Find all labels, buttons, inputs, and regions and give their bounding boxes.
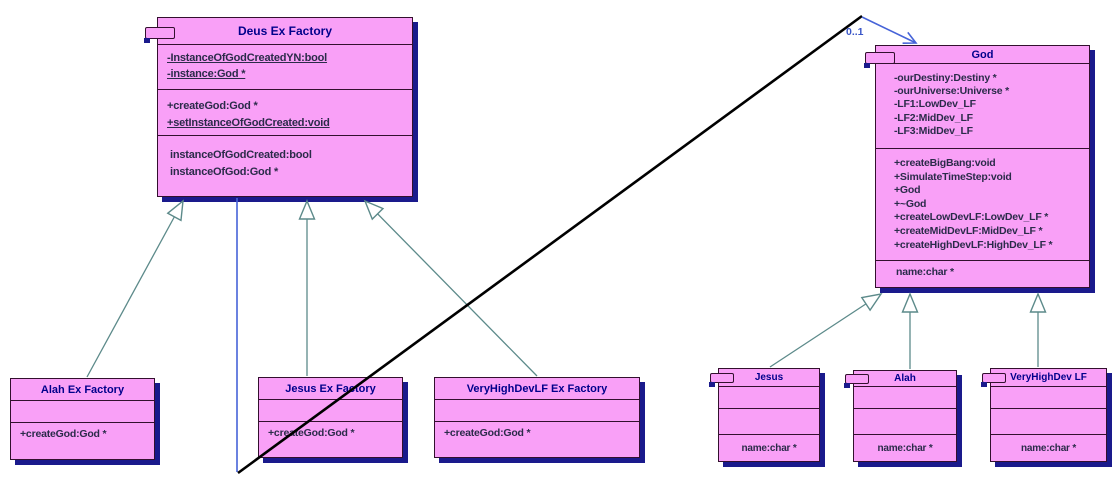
methods-compartment xyxy=(719,408,819,434)
attributes-compartment xyxy=(991,386,1106,408)
attributes-compartment xyxy=(854,386,956,408)
class-veryhighdevlf-ex-factory[interactable]: VeryHighDevLF Ex Factory +createGod:God … xyxy=(434,377,640,458)
attributes-compartment xyxy=(719,386,819,408)
properties-compartment: instanceOfGodCreated:bool instanceOfGod:… xyxy=(158,135,412,194)
class-attribute: -LF1:LowDev_LF xyxy=(894,98,976,111)
class-alah-ex-factory[interactable]: Alah Ex Factory +createGod:God * xyxy=(10,378,155,460)
class-icon-notch xyxy=(709,382,715,387)
class-icon xyxy=(144,27,175,43)
class-title: VeryHighDevLF Ex Factory xyxy=(466,382,608,395)
class-method: +createLowDevLF:LowDev_LF * xyxy=(894,211,1049,224)
class-method: +createHighDevLF:HighDev_LF * xyxy=(894,238,1053,251)
attributes-compartment xyxy=(259,399,402,421)
association-arrow-to-god[interactable] xyxy=(861,16,918,45)
class-icon xyxy=(864,52,895,68)
class-property: name:char * xyxy=(1020,443,1077,454)
class-attribute: -LF2:MidDev_LF xyxy=(894,111,973,124)
class-jesus-ex-factory[interactable]: Jesus Ex Factory +createGod:God * xyxy=(258,377,403,458)
class-attribute: -ourUniverse:Universe * xyxy=(894,85,1010,98)
generalization-vhd-factory-to-deus[interactable] xyxy=(363,199,538,377)
class-icon xyxy=(709,373,734,387)
class-property: name:char * xyxy=(877,443,933,454)
attributes-compartment xyxy=(11,400,154,422)
methods-compartment: +createGod:God * xyxy=(11,422,154,457)
class-icon-notch xyxy=(144,38,150,43)
class-method: +~God xyxy=(894,197,927,210)
properties-compartment: name:char * xyxy=(719,434,819,454)
methods-compartment xyxy=(991,408,1106,434)
class-method: +God xyxy=(894,184,921,197)
class-property: name:char * xyxy=(741,443,797,454)
class-title: God xyxy=(971,48,994,61)
properties-compartment: name:char * xyxy=(876,260,1089,286)
class-attribute: -instance:God * xyxy=(167,68,246,80)
class-icon-notch xyxy=(864,63,870,68)
class-property: instanceOfGodCreated:bool xyxy=(170,149,312,161)
class-title: Deus Ex Factory xyxy=(237,24,333,38)
class-method: +createGod:God * xyxy=(444,427,531,439)
class-method: +SimulateTimeStep:void xyxy=(894,170,1012,183)
properties-compartment: name:char * xyxy=(854,434,956,454)
class-method: +createGod:God * xyxy=(268,427,355,439)
class-god[interactable]: God -ourDestiny:Destiny * -ourUniverse:U… xyxy=(864,45,1090,288)
class-icon-notch xyxy=(981,382,987,387)
class-method: +createGod:God * xyxy=(167,100,258,112)
methods-compartment: +createBigBang:void +SimulateTimeStep:vo… xyxy=(876,148,1089,260)
class-icon xyxy=(981,373,1006,387)
methods-compartment: +createGod:God * xyxy=(259,421,402,456)
multiplicity-label: 0..1 xyxy=(846,26,864,38)
generalization-alah-factory-to-deus[interactable] xyxy=(86,199,184,378)
class-title: Jesus Ex Factory xyxy=(285,382,376,395)
generalization-jesus-to-god[interactable] xyxy=(769,292,883,368)
class-alah[interactable]: Alah name:char * xyxy=(844,370,957,462)
properties-compartment: name:char * xyxy=(991,434,1106,454)
class-title: Alah Ex Factory xyxy=(40,383,125,396)
methods-compartment: +createGod:God * xyxy=(435,421,639,456)
class-property: name:char * xyxy=(896,266,954,278)
class-method: +setInstanceOfGodCreated:void xyxy=(167,117,330,129)
class-method: +createGod:God * xyxy=(20,428,107,440)
attributes-compartment: -InstanceOfGodCreatedYN:bool -instance:G… xyxy=(158,44,412,89)
class-property: instanceOfGod:God * xyxy=(170,166,279,178)
attributes-compartment: -ourDestiny:Destiny * -ourUniverse:Unive… xyxy=(876,63,1089,148)
class-attribute: -InstanceOfGodCreatedYN:bool xyxy=(167,52,328,64)
class-icon-notch xyxy=(844,383,850,388)
class-title: Jesus xyxy=(754,372,784,383)
class-veryhighdev-lf[interactable]: VeryHighDev LF name:char * xyxy=(981,368,1107,462)
class-title: VeryHighDev LF xyxy=(1010,372,1087,383)
methods-compartment: +createGod:God * +setInstanceOfGodCreate… xyxy=(158,89,412,135)
class-attribute: -ourDestiny:Destiny * xyxy=(894,72,997,84)
class-method: +createMidDevLF:MidDev_LF * xyxy=(894,224,1043,237)
class-icon xyxy=(844,374,869,388)
attributes-compartment xyxy=(435,399,639,421)
methods-compartment xyxy=(854,408,956,434)
class-attribute: -LF3:MidDev_LF xyxy=(894,124,973,137)
class-jesus[interactable]: Jesus name:char * xyxy=(709,368,820,462)
class-deus-ex-factory[interactable]: Deus Ex Factory -InstanceOfGodCreatedYN:… xyxy=(144,17,413,197)
class-method: +createBigBang:void xyxy=(894,157,996,169)
class-title: Alah xyxy=(894,373,916,384)
